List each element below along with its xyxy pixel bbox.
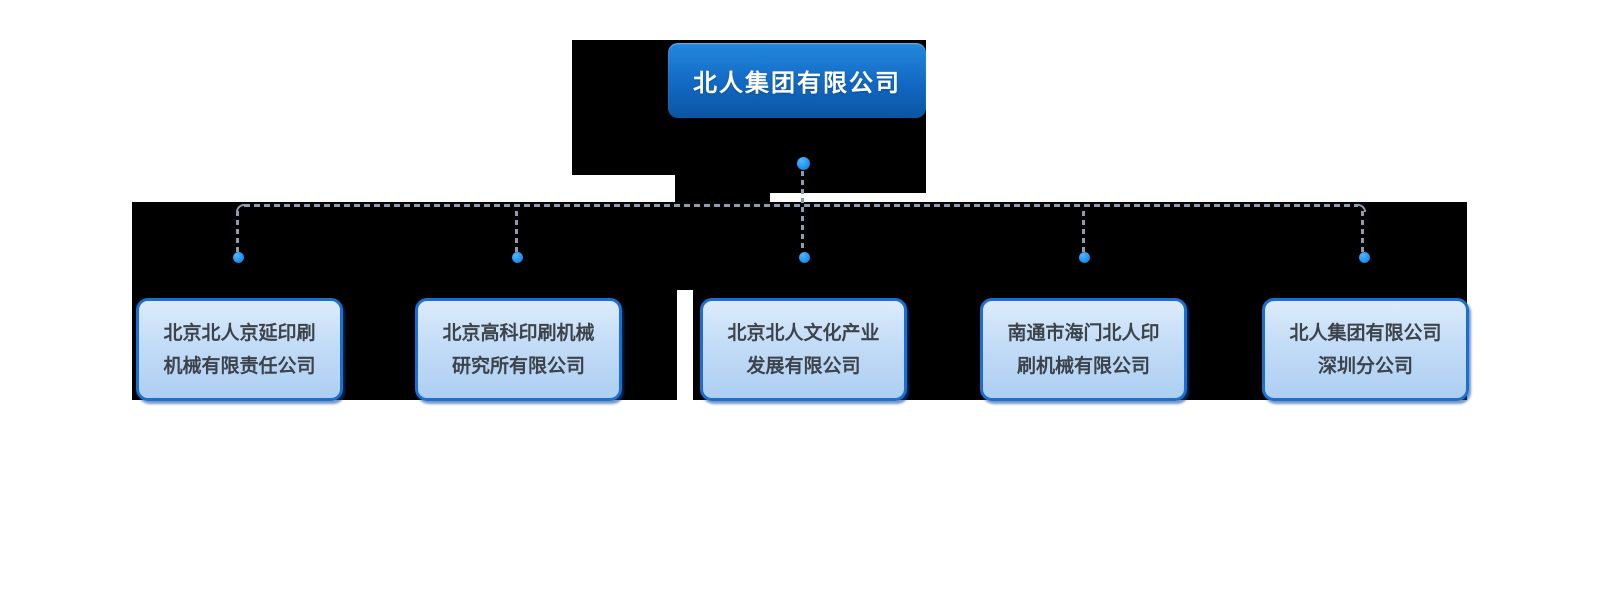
connector-drop-line <box>236 211 239 252</box>
connector-root-stem <box>801 171 804 252</box>
background-black-region <box>770 175 926 193</box>
child-node-dot <box>799 252 810 263</box>
connector-drop-line <box>1082 211 1085 252</box>
connector-elbow-right <box>1358 204 1366 212</box>
child-node-dot <box>233 252 244 263</box>
child-node-4: 南通市海门北人印 刷机械有限公司 <box>980 298 1187 401</box>
root-node-label: 北人集团有限公司 <box>693 69 901 97</box>
connector-drop-line <box>515 211 518 252</box>
connector-horizontal-line <box>244 204 1358 207</box>
child-node-dot <box>1359 252 1370 263</box>
child-node-label-line: 机械有限责任公司 <box>163 354 316 377</box>
child-node-3: 北京北人文化产业 发展有限公司 <box>700 298 907 401</box>
child-node-label-line: 发展有限公司 <box>746 354 861 377</box>
child-node-5: 北人集团有限公司 深圳分公司 <box>1262 298 1469 401</box>
child-node-label-line: 深圳分公司 <box>1317 354 1413 377</box>
background-black-region <box>132 202 1467 290</box>
child-node-2: 北京高科印刷机械 研究所有限公司 <box>415 298 622 401</box>
child-node-label-line: 北京高科印刷机械 <box>442 321 595 344</box>
child-node-label-line: 研究所有限公司 <box>451 354 585 377</box>
child-node-dot <box>1079 252 1090 263</box>
connector-drop-line <box>1361 211 1364 252</box>
child-node-label-line: 北京北人文化产业 <box>727 321 880 344</box>
child-node-label-line: 刷机械有限公司 <box>1016 354 1150 377</box>
child-node-dot <box>512 252 523 263</box>
background-black-region <box>675 175 770 206</box>
root-node-dot <box>797 157 810 170</box>
child-node-1: 北京北人京延印刷 机械有限责任公司 <box>136 298 343 401</box>
child-node-label-line: 南通市海门北人印 <box>1007 321 1160 344</box>
connector-elbow-left <box>236 204 244 212</box>
child-node-label-line: 北人集团有限公司 <box>1289 321 1442 344</box>
root-node: 北人集团有限公司 <box>668 43 926 118</box>
child-node-label-line: 北京北人京延印刷 <box>163 321 316 344</box>
